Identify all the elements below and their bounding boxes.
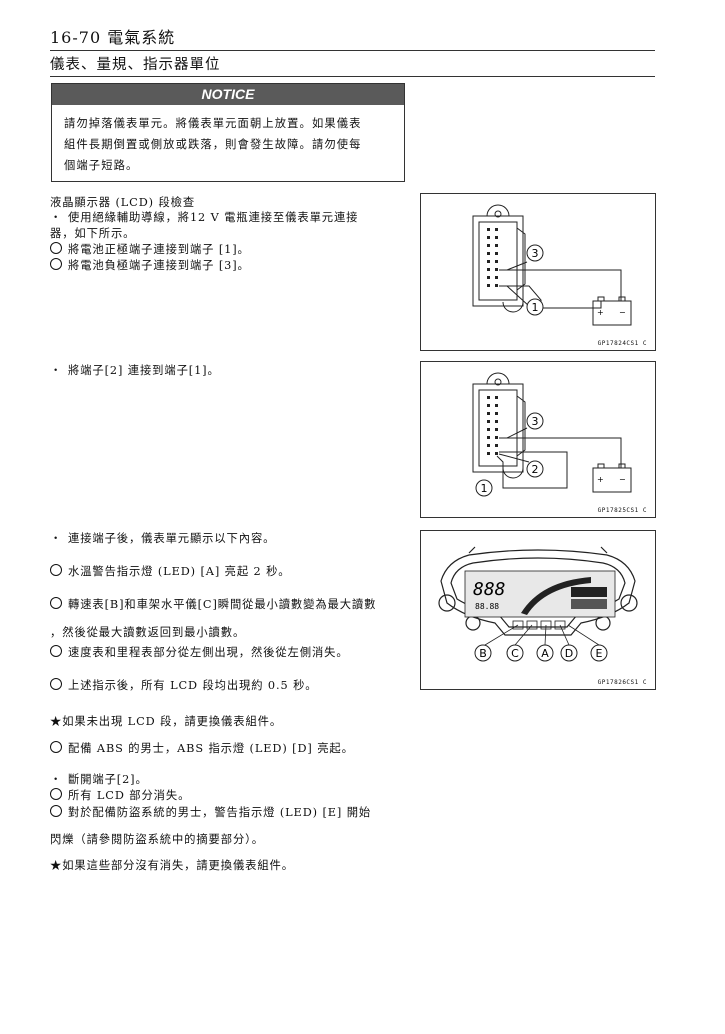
circle-icon	[50, 788, 62, 800]
circle-icon	[50, 564, 62, 576]
figure-code: GP17824CS1 C	[597, 340, 647, 347]
label-a: A	[541, 647, 549, 660]
lcd-digits: 888	[473, 579, 506, 600]
label-1: 1	[532, 301, 539, 314]
section-rule	[50, 76, 655, 77]
label-3: 3	[532, 247, 539, 260]
notice-line: 請勿掉落儀表單元。將儀表單元面朝上放置。如果儀表	[64, 117, 362, 130]
battery-minus: −	[619, 308, 626, 317]
check-line: ，然後從最大讀數返回到最小讀數。	[50, 626, 246, 639]
bullet-dot: ・	[50, 532, 63, 545]
lcd-small-digits: 88.88	[475, 602, 499, 611]
bullet-dot: ・	[50, 211, 63, 224]
star-line: ★如果未出現 LCD 段，請更換儀表組件。	[50, 715, 283, 728]
notice-line: 個端子短路。	[64, 159, 139, 172]
figure-wiring-1: 3 1 + − GP17824CS1 C	[420, 193, 656, 351]
battery-minus: −	[619, 475, 626, 484]
check-line: 將電池正極端子連接到端子 [1]。	[50, 241, 250, 257]
circle-icon	[50, 258, 62, 270]
figure-code: GP17825CS1 C	[597, 507, 647, 514]
label-3: 3	[532, 415, 539, 428]
wiring-diagram-1: 3 1 + −	[472, 204, 632, 326]
figure-code: GP17826CS1 C	[597, 679, 647, 686]
figure-wiring-2: 3 2 1 + − GP17825CS1 C	[420, 361, 656, 518]
figure-meter: 888 88.88 B C A D E GP17826CS1 C	[420, 530, 656, 690]
meter-diagram: 888 88.88 B C A D E	[438, 546, 638, 662]
label-c: C	[511, 647, 519, 660]
battery-plus: +	[597, 475, 604, 484]
step-line: ・使用絕緣輔助導線，將12 V 電瓶連接至儀表單元連接	[50, 211, 359, 224]
header-rule	[50, 50, 655, 51]
page-header: 16-70 電氣系統	[50, 28, 176, 47]
notice-line: 組件長期倒置或側放或跌落，則會發生故障。請勿使每	[64, 138, 362, 151]
check-line: 所有 LCD 部分消失。	[50, 787, 190, 803]
step-line: ・連接端子後，儀表單元顯示以下內容。	[50, 532, 276, 545]
section-title: 儀表、量規、指示器單位	[50, 57, 221, 73]
circle-icon	[50, 597, 62, 609]
label-e: E	[596, 647, 603, 660]
circle-icon	[50, 805, 62, 817]
wiring-diagram-2: 3 2 1 + −	[472, 372, 632, 497]
step-line: ・斷開端子[2]。	[50, 773, 148, 786]
check-line: 配備 ABS 的男士，ABS 指示燈 (LED) [D] 亮起。	[50, 740, 354, 756]
circle-icon	[50, 645, 62, 657]
label-b: B	[479, 647, 487, 660]
circle-icon	[50, 678, 62, 690]
check-line: 對於配備防盜系統的男士，警告指示燈 (LED) [E] 開始	[50, 804, 371, 820]
notice-box: NOTICE 請勿掉落儀表單元。將儀表單元面朝上放置。如果儀表 組件長期倒置或側…	[51, 83, 405, 182]
check-line: 上述指示後，所有 LCD 段均出現約 0.5 秒。	[50, 677, 318, 693]
circle-icon	[50, 741, 62, 753]
check-line: 閃爍（請參閱防盜系統中的摘要部分）。	[50, 833, 264, 846]
bullet-dot: ・	[50, 364, 63, 377]
star-line: ★如果這些部分沒有消失，請更換儀表組件。	[50, 859, 294, 872]
check-line: 將電池負極端子連接到端子 [3]。	[50, 257, 250, 273]
lcd-check-heading: 液晶顯示器 (LCD) 段檢查	[50, 196, 196, 209]
check-line: 水溫警告指示燈 (LED) [A] 亮起 2 秒。	[50, 563, 291, 579]
step-line: 器，如下所示。	[50, 227, 136, 240]
step-line: ・將端子[2] 連接到端子[1]。	[50, 364, 220, 377]
label-2: 2	[532, 463, 539, 476]
check-line: 轉速表[B]和車架水平儀[C]瞬間從最小讀數變為最大讀數	[50, 596, 376, 612]
label-d: D	[565, 647, 573, 660]
bullet-dot: ・	[50, 773, 63, 786]
check-line: 速度表和里程表部分從左側出現，然後從左側消失。	[50, 644, 349, 660]
label-1: 1	[481, 482, 488, 495]
battery-plus: +	[597, 308, 604, 317]
notice-body: 請勿掉落儀表單元。將儀表單元面朝上放置。如果儀表 組件長期倒置或側放或跌落，則會…	[52, 105, 404, 184]
notice-title: NOTICE	[52, 84, 404, 105]
circle-icon	[50, 242, 62, 254]
